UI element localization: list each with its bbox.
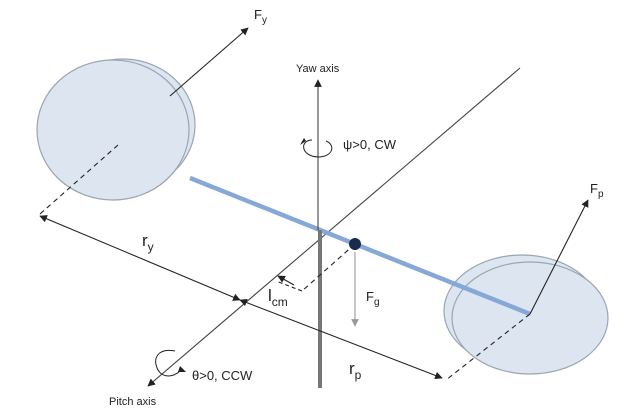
force-yaw-label: Fy bbox=[254, 7, 267, 26]
arm-yaw-label: ry bbox=[142, 231, 154, 254]
yaw-rotation-label: ψ>0, CW bbox=[343, 137, 397, 152]
force-pitch-arrow bbox=[529, 199, 589, 315]
pitch-axis-line bbox=[147, 67, 521, 387]
center-of-mass-dash bbox=[301, 243, 356, 292]
arm-yaw-dimension bbox=[39, 215, 241, 301]
pitch-rotation-label: θ>0, CCW bbox=[192, 368, 253, 383]
arm-pitch-dimension bbox=[239, 298, 443, 380]
lcm-arrow bbox=[277, 275, 295, 286]
center-of-mass-label: lcm bbox=[268, 286, 288, 309]
pitch-rotation-icon bbox=[155, 349, 186, 377]
center-of-mass-dot bbox=[349, 238, 361, 250]
pitch-axis-label: Pitch axis bbox=[109, 396, 157, 408]
force-gravity-label: Fg bbox=[366, 289, 380, 308]
arm-pitch-label: rp bbox=[349, 359, 362, 382]
yaw-axis-label: Yaw axis bbox=[296, 63, 340, 75]
force-pitch-label: Fp bbox=[590, 181, 604, 200]
left-rotor bbox=[36, 58, 196, 201]
force-yaw-arrow bbox=[169, 27, 249, 97]
yaw-rotation-icon bbox=[300, 138, 333, 158]
